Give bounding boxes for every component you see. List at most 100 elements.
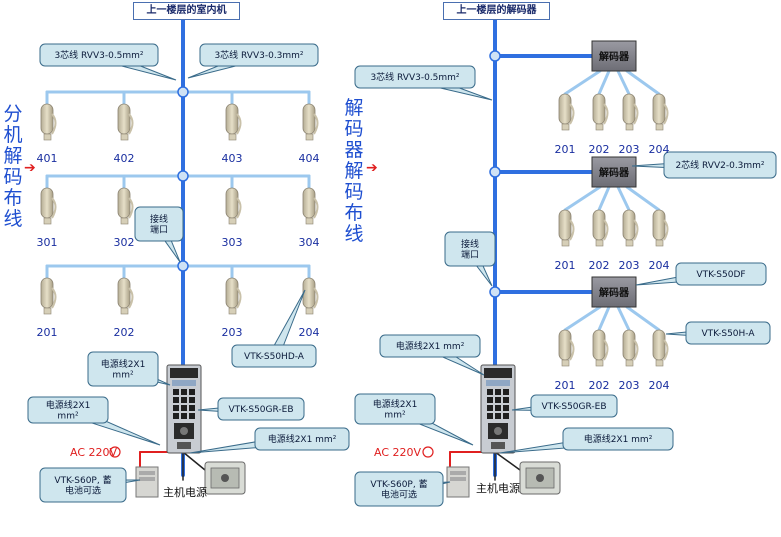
- callout-fill: [41, 469, 125, 501]
- left-unit-label: 201: [37, 326, 58, 339]
- callout-text: 端口: [461, 249, 479, 261]
- handset-cord: [633, 339, 639, 361]
- handset-base: [120, 307, 129, 315]
- panel-display: [170, 368, 198, 378]
- handset-cord: [128, 287, 134, 309]
- right-unit-label: 201: [555, 143, 576, 156]
- handset-base: [595, 239, 604, 247]
- right-unit-label: 202: [589, 259, 610, 272]
- handset-base: [120, 133, 129, 141]
- left-ac-symbol: [109, 446, 121, 458]
- right-drop-line: [597, 69, 611, 96]
- right-drop-line: [616, 305, 631, 332]
- right-ac-label: AC 220V: [374, 446, 422, 459]
- left-unit-label: 404: [299, 152, 320, 165]
- left-lock-wire: [182, 451, 206, 471]
- panel-key: [503, 413, 509, 419]
- right-side-text: 解码器解码布线: [344, 97, 364, 245]
- left-unit-label: 303: [222, 236, 243, 249]
- handset-body: [622, 209, 636, 241]
- right-lock-wire: [494, 451, 521, 471]
- right-decoder: 解码器: [591, 40, 637, 72]
- callout-fill: [356, 395, 434, 423]
- handset-body: [592, 209, 606, 241]
- handset-body: [40, 103, 54, 135]
- handset-body: [652, 209, 666, 241]
- left-unit-label: 403: [222, 152, 243, 165]
- handset-base: [655, 239, 664, 247]
- panel-key: [181, 389, 187, 395]
- callout-fill: [356, 67, 474, 87]
- left-unit-label: 202: [114, 326, 135, 339]
- left-handset: [302, 103, 319, 141]
- handset-body: [225, 277, 239, 309]
- handset-cord: [663, 339, 669, 361]
- handset-base: [561, 359, 570, 367]
- panel-key: [173, 405, 179, 411]
- right-unit-label: 204: [649, 143, 670, 156]
- left-unit-label: 401: [37, 152, 58, 165]
- handset-base: [120, 217, 129, 225]
- left-handset: [225, 103, 242, 141]
- right-unit-label: 203: [619, 379, 640, 392]
- callout-text: 接线: [150, 213, 168, 225]
- panel-key: [173, 397, 179, 403]
- right-handset: [652, 93, 669, 131]
- handset-cord: [128, 197, 134, 219]
- right-handset: [592, 209, 609, 247]
- handset-cord: [313, 197, 319, 219]
- panel-key: [189, 413, 195, 419]
- right-ac-symbol: [422, 446, 434, 458]
- handset-body: [558, 329, 572, 361]
- callout-text: 电源线2X1: [373, 398, 418, 410]
- right-drop-line: [563, 69, 602, 96]
- left-unit-label: 402: [114, 152, 135, 165]
- callout-text: 电源线2X1 mm²: [396, 340, 465, 352]
- decoder-box: [591, 276, 637, 308]
- callout-text: VTK-S60P, 蓄: [370, 478, 427, 490]
- handset-cord: [128, 113, 134, 135]
- right-psu-label: 主机电源: [476, 481, 520, 495]
- handset-body: [302, 187, 316, 219]
- handset-cord: [663, 103, 669, 125]
- handset-cord: [633, 103, 639, 125]
- callout-text: VTK-S50GR-EB: [542, 402, 607, 412]
- handset-base: [655, 123, 664, 131]
- right-handset: [558, 329, 575, 367]
- right-drop-line: [597, 305, 611, 332]
- callout-text: 2芯线 RVV2-0.3mm²: [675, 159, 764, 171]
- handset-base: [625, 359, 634, 367]
- callout-text: mm²: [57, 412, 79, 422]
- callout-text: 接线: [461, 238, 479, 250]
- right-drop-line: [625, 69, 661, 96]
- left-handset: [302, 277, 319, 315]
- left-unit-label: 304: [299, 236, 320, 249]
- callout-text: VTK-S50GR-EB: [229, 405, 294, 415]
- left-junction-node: [177, 170, 189, 182]
- callout-fill: [687, 323, 769, 343]
- left-handset: [302, 187, 319, 225]
- panel-speaker: [491, 442, 505, 449]
- callout-text: 电源线2X1 mm²: [268, 433, 337, 445]
- psu-vent: [450, 471, 466, 475]
- panel-key: [495, 405, 501, 411]
- right-unit-label: 201: [555, 259, 576, 272]
- handset-base: [228, 217, 237, 225]
- left-handset: [40, 103, 57, 141]
- panel-key: [173, 413, 179, 419]
- handset-body: [558, 209, 572, 241]
- callout-text: 3芯线 RVV3-0.3mm²: [214, 49, 303, 61]
- left-side-text: 分机解码布线: [3, 103, 23, 230]
- panel-screen: [172, 380, 196, 386]
- right-unit-label: 204: [649, 259, 670, 272]
- handset-cord: [633, 219, 639, 241]
- handset-body: [40, 187, 54, 219]
- handset-cord: [51, 287, 57, 309]
- left-unit-label: 204: [299, 326, 320, 339]
- psu-vent: [450, 477, 466, 481]
- handset-base: [43, 133, 52, 141]
- right-drop-line: [625, 185, 661, 212]
- panel-key: [503, 397, 509, 403]
